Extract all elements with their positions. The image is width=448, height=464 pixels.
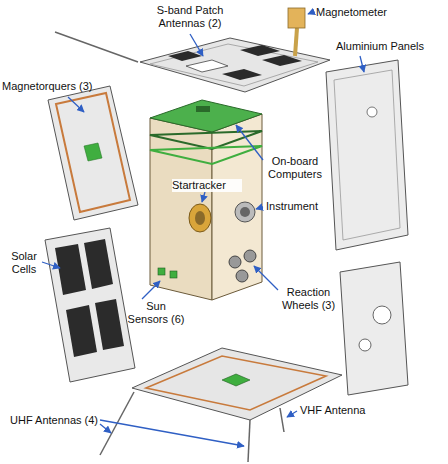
part-label: Solar Cells	[4, 250, 44, 276]
part-label: S-band Patch Antennas (2)	[140, 4, 240, 30]
part-label: Reaction Wheels (3)	[280, 286, 337, 312]
magnetorquer-panel	[48, 86, 138, 220]
part-label: Magnetometer	[316, 6, 416, 19]
part-label: Magnetorquers (3)	[2, 80, 102, 93]
part-label: Startracker	[172, 179, 242, 192]
part-label: UHF Antennas (4)	[10, 414, 105, 427]
core-structure	[150, 100, 262, 300]
part-label: On-board Computers	[266, 155, 324, 181]
part-label: Aluminium Panels	[336, 40, 441, 53]
part-label: Sun Sensors (6)	[126, 300, 186, 326]
solar-panel	[45, 228, 135, 382]
aluminium-panel	[326, 60, 408, 250]
side-panel	[340, 262, 408, 395]
part-label: Instrument	[266, 200, 324, 213]
leader-lines	[42, 12, 364, 446]
part-label: VHF Antenna	[300, 404, 400, 417]
